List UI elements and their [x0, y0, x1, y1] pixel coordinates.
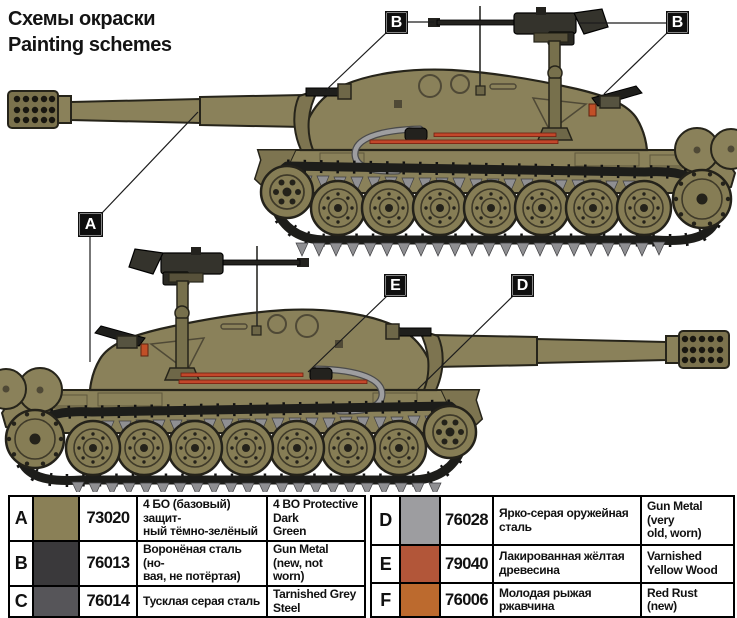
paint-code: 76028	[439, 494, 494, 547]
table-row: F 76006 Молодая рыжая ржавчина Red Rust …	[370, 582, 735, 618]
paint-name-ru: Тусклая серая сталь	[136, 585, 268, 618]
paint-code: 76014	[78, 585, 138, 618]
paint-swatch	[399, 544, 441, 585]
tank-view-top	[8, 6, 737, 256]
table-row: D 76028 Ярко-серая оружейная сталь Gun M…	[370, 494, 735, 547]
paint-name-en: Gun Metal (very old, worn)	[640, 494, 735, 547]
callout-leader-lines	[89, 21, 668, 392]
table-row: A 73020 4 БО (базовый) защит- ный тёмно-…	[8, 494, 366, 543]
table-row: B 76013 Воронёная сталь (но- вая, не пот…	[8, 540, 366, 588]
paint-name-ru: Воронёная сталь (но- вая, не потёртая)	[136, 540, 268, 588]
callout-d: D	[511, 274, 534, 297]
title-russian: Схемы окраски	[8, 8, 156, 30]
paint-name-en: Tarnished Grey Steel	[266, 585, 366, 618]
painting-scheme-illustration	[0, 0, 737, 492]
paint-swatch	[399, 582, 441, 618]
paint-letter: A	[8, 494, 34, 543]
page-title: Схемы окраски Painting schemes	[8, 6, 172, 59]
paint-table-left: A 73020 4 БО (базовый) защит- ный тёмно-…	[8, 494, 366, 618]
paint-name-ru: Ярко-серая оружейная сталь	[492, 494, 642, 547]
callout-e: E	[384, 274, 407, 297]
paint-name-en: Gun Metal (new, not worn)	[266, 540, 366, 588]
paint-letter: E	[370, 544, 401, 585]
callout-a: A	[78, 212, 103, 237]
table-row: C 76014 Тусклая серая сталь Tarnished Gr…	[8, 585, 366, 618]
paint-code: 79040	[439, 544, 494, 585]
paint-swatch	[399, 494, 441, 547]
paint-swatch	[32, 494, 80, 543]
paint-code: 76013	[78, 540, 138, 588]
paint-name-en: Red Rust (new)	[640, 582, 735, 618]
callout-b-right: B	[666, 11, 689, 34]
title-english: Painting schemes	[8, 34, 172, 57]
callout-b-left: B	[385, 11, 408, 34]
paint-name-ru: Лакированная жёлтая древесина	[492, 544, 642, 585]
paint-swatch	[32, 540, 80, 588]
paint-name-en: Varnished Yellow Wood	[640, 544, 735, 585]
paint-letter: D	[370, 494, 401, 547]
tank-view-bottom	[0, 246, 729, 492]
paint-name-ru: 4 БО (базовый) защит- ный тёмно-зелёный	[136, 494, 268, 543]
paint-letter: B	[8, 540, 34, 588]
paint-code: 73020	[78, 494, 138, 543]
paint-name-ru: Молодая рыжая ржавчина	[492, 582, 642, 618]
paint-name-en: 4 BO Protective Dark Green	[266, 494, 366, 543]
paint-swatch	[32, 585, 80, 618]
paint-letter: F	[370, 582, 401, 618]
table-row: E 79040 Лакированная жёлтая древесина Va…	[370, 544, 735, 585]
paint-letter: C	[8, 585, 34, 618]
paint-code: 76006	[439, 582, 494, 618]
